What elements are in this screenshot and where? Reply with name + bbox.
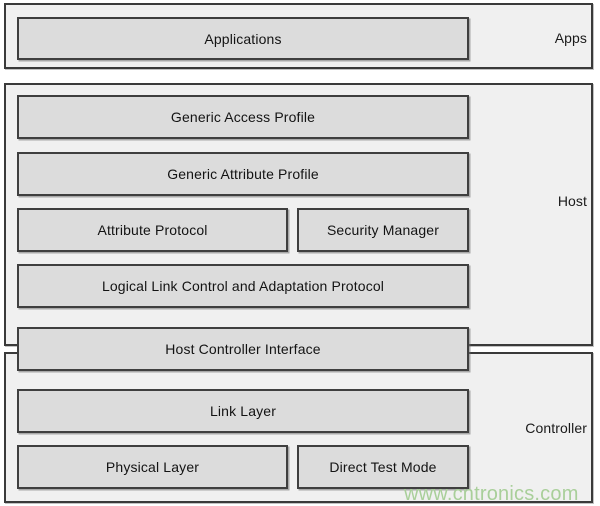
group-label-host: Host — [557, 193, 587, 209]
layer-direct-test-mode: Direct Test Mode — [297, 445, 469, 489]
layer-security-manager-label: Security Manager — [326, 222, 440, 238]
group-label-controller: Controller — [525, 420, 587, 436]
layer-generic-access-profile-label: Generic Access Profile — [170, 109, 316, 125]
layer-link-layer-label: Link Layer — [209, 403, 277, 419]
layer-host-controller-interface: Host Controller Interface — [17, 327, 469, 371]
layer-physical-layer: Physical Layer — [17, 445, 288, 489]
layer-physical-layer-label: Physical Layer — [105, 459, 200, 475]
layer-generic-access-profile: Generic Access Profile — [17, 95, 469, 139]
layer-host-controller-interface-label: Host Controller Interface — [165, 341, 321, 357]
layer-security-manager: Security Manager — [297, 208, 469, 252]
layer-l2cap: Logical Link Control and Adaptation Prot… — [17, 264, 469, 308]
layer-generic-attribute-profile: Generic Attribute Profile — [17, 152, 469, 196]
layer-l2cap-label: Logical Link Control and Adaptation Prot… — [101, 278, 385, 294]
layer-attribute-protocol-label: Attribute Protocol — [97, 222, 208, 238]
layer-attribute-protocol: Attribute Protocol — [17, 208, 288, 252]
layer-applications-label: Applications — [204, 30, 282, 47]
layer-applications: Applications — [17, 17, 469, 60]
layer-link-layer: Link Layer — [17, 389, 469, 433]
layer-direct-test-mode-label: Direct Test Mode — [329, 459, 437, 475]
group-label-apps: Apps — [554, 30, 587, 46]
layer-generic-attribute-profile-label: Generic Attribute Profile — [167, 166, 319, 182]
